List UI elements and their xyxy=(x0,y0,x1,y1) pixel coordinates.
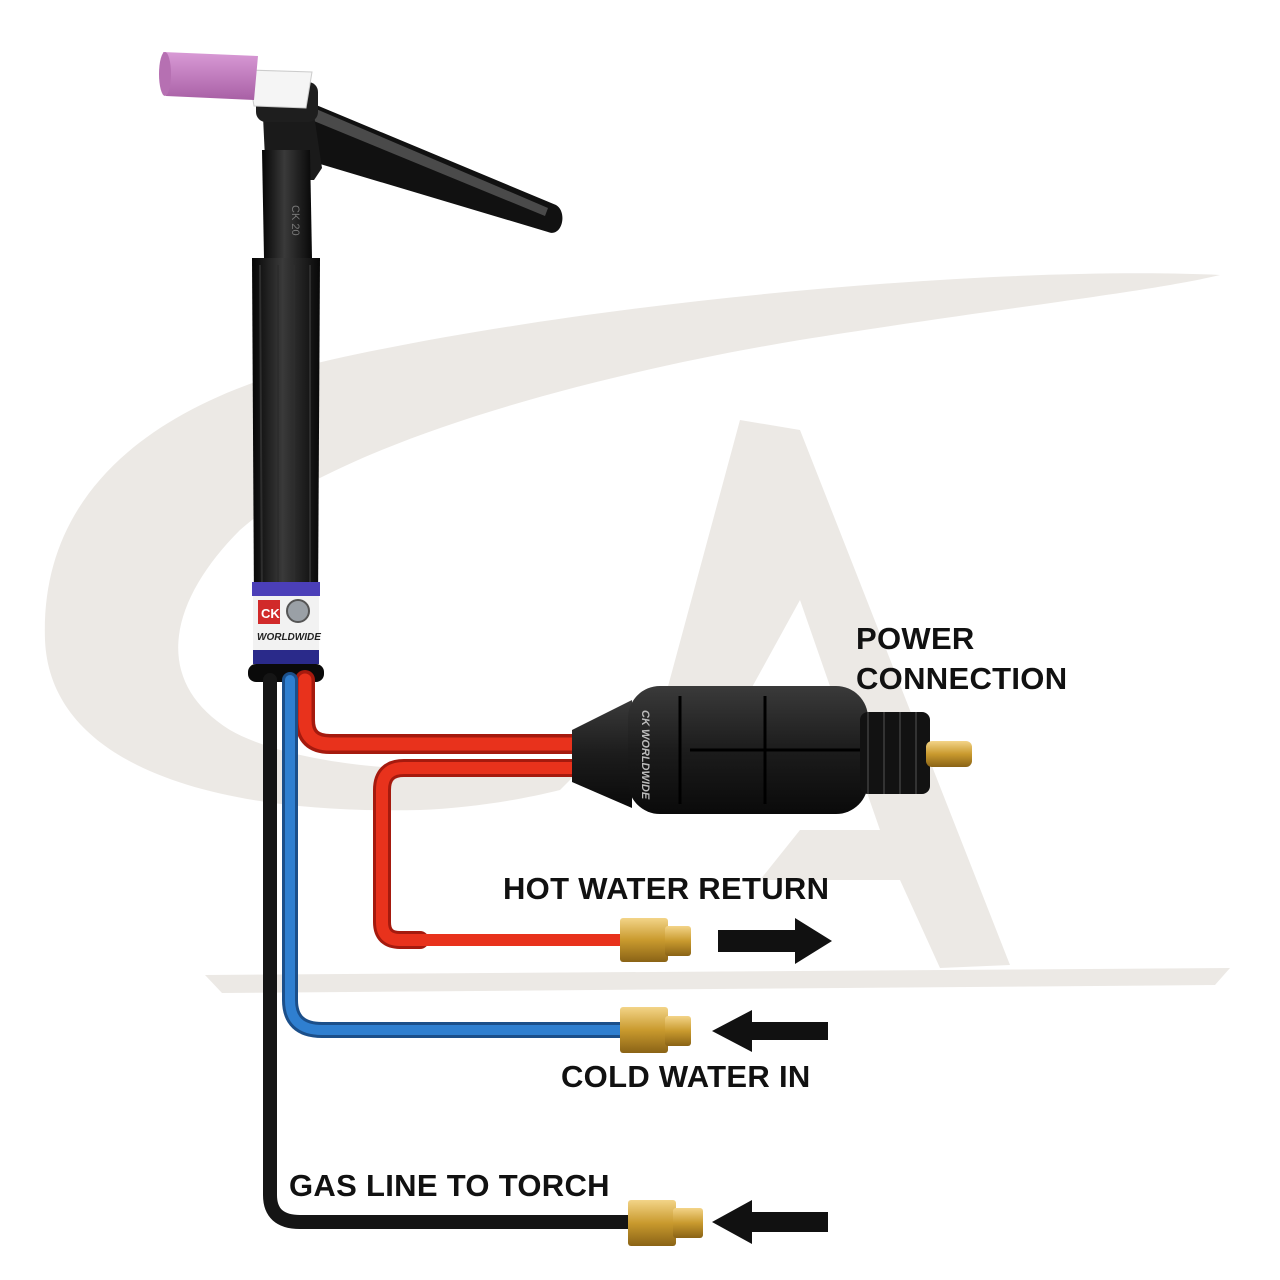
torch-head: CK 20 xyxy=(159,52,563,258)
power-connection-label: POWER CONNECTION xyxy=(856,619,1067,699)
arrow-right-icon xyxy=(718,918,832,964)
power-connector: CK WORLDWIDE xyxy=(572,686,972,814)
power-label-line2: CONNECTION xyxy=(856,661,1068,696)
arrow-left-icon xyxy=(712,1010,828,1052)
handle-band xyxy=(252,582,320,596)
fitting-cold-water xyxy=(620,1007,691,1053)
fitting-gas xyxy=(628,1200,703,1246)
cold-water-in-label: COLD WATER IN xyxy=(561,1059,811,1094)
torch-model-text: CK 20 xyxy=(289,205,301,236)
torch-handle: CK WORLDWIDE xyxy=(248,258,324,682)
ceramic-ring xyxy=(247,69,313,109)
fitting-hot-water xyxy=(620,918,691,962)
power-cable xyxy=(295,670,595,754)
watermark-swoosh xyxy=(44,273,1220,811)
ceramic-cup xyxy=(163,52,258,100)
brand-logo-text: CK xyxy=(261,606,280,621)
hot-water-return-label: HOT WATER RETURN xyxy=(503,871,830,906)
watermark-logo xyxy=(44,273,1230,993)
power-label-line1: POWER xyxy=(856,621,975,656)
hoses xyxy=(263,670,639,1229)
brass-pin xyxy=(926,741,972,767)
watermark-arrow xyxy=(640,420,1010,968)
arrow-left-icon xyxy=(712,1200,828,1244)
connector-brand-text: CK WORLDWIDE xyxy=(639,710,651,800)
gas-line-label: GAS LINE TO TORCH xyxy=(289,1168,610,1203)
brand-logo-badge xyxy=(258,600,280,624)
handle-brand-text: WORLDWIDE xyxy=(257,632,321,643)
gas-hose xyxy=(263,673,639,1229)
globe-icon xyxy=(286,599,310,623)
